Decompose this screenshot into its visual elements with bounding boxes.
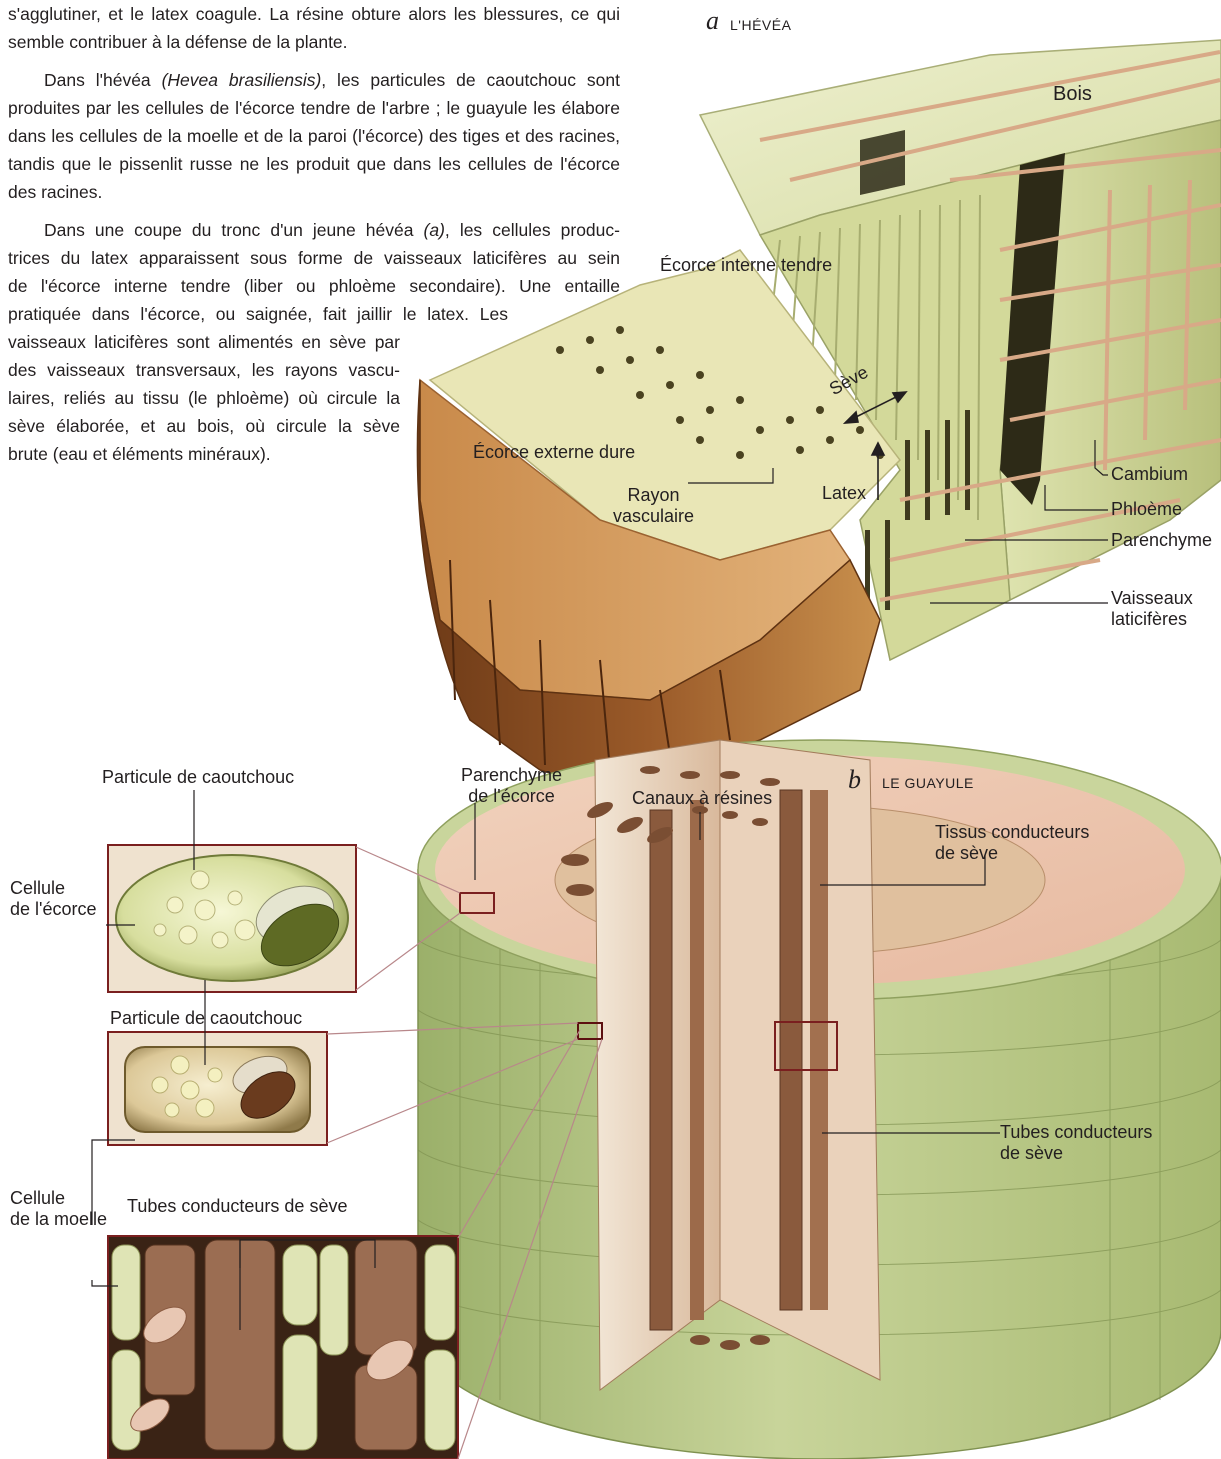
label-particule-caoutchouc-1: Particule de caoutchouc <box>102 767 294 788</box>
label-particule-caoutchouc-2: Particule de caoutchouc <box>110 1008 302 1029</box>
label-bois: Bois <box>1053 84 1092 105</box>
label-phloeme: Phloème <box>1111 499 1182 520</box>
panel-a-title: L'HÉVÉA <box>730 17 791 33</box>
label-tubes-conducteurs-inset: Tubes conducteurs de sève <box>127 1196 347 1217</box>
inset-tubes <box>108 1236 458 1459</box>
panel-b-letter: b <box>848 765 861 795</box>
hevea-trunk-illustration <box>417 40 1221 778</box>
label-latex: Latex <box>822 483 866 504</box>
guayule-stem-illustration <box>418 740 1221 1459</box>
label-parenchyme: Parenchyme <box>1111 530 1212 551</box>
panel-b-title: LE GUAYULE <box>882 775 974 791</box>
label-ecorce-interne: Écorce interne tendre <box>660 255 832 276</box>
inset-ecorce-cell <box>108 845 356 992</box>
label-canaux-resines: Canaux à résines <box>632 788 772 809</box>
label-ecorce-externe: Écorce externe dure <box>473 442 635 463</box>
panel-a-letter: a <box>706 6 719 36</box>
inset-moelle-cell <box>108 1032 327 1145</box>
label-cambium: Cambium <box>1111 464 1188 485</box>
